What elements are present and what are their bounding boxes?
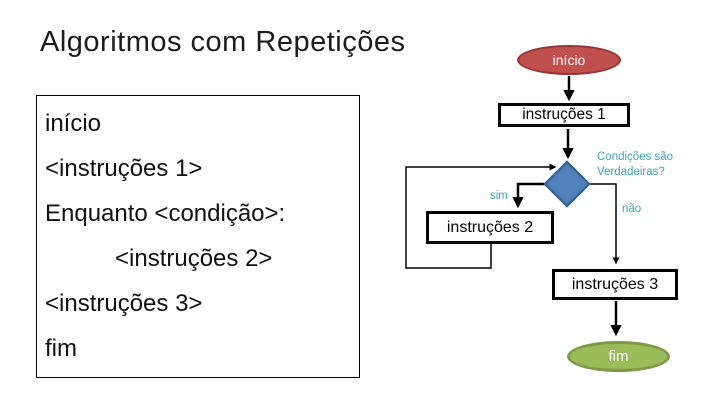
edge-no-label: não: [622, 203, 642, 215]
decision-question-label: Condições são Verdadeiras?: [597, 150, 673, 180]
pseudocode-line: <instruções 2>: [115, 245, 273, 272]
process2-label: instruções 2: [446, 218, 534, 236]
decision-question-line1: Condições são: [597, 151, 674, 163]
flowchart-process-instrucoes-3: instruções 3: [552, 269, 678, 300]
decision-question-line2: Verdadeiras?: [597, 166, 665, 178]
flowchart-end-terminator: fim: [567, 341, 670, 372]
pseudocode-line: fim: [45, 335, 77, 362]
pseudocode-line: início: [45, 110, 102, 137]
process1-label: instruções 1: [522, 106, 606, 123]
pseudocode-line: <instruções 1>: [45, 155, 203, 182]
flowchart-start-terminator: início: [517, 45, 621, 75]
end-label: fim: [608, 348, 629, 365]
decision-diamond: [543, 160, 591, 208]
flowchart-process-instrucoes-2: instruções 2: [426, 211, 554, 244]
pseudocode-line: Enquanto <condição>:: [45, 200, 286, 227]
flowchart-process-instrucoes-1: instruções 1: [498, 103, 630, 127]
process3-label: instruções 3: [571, 275, 659, 293]
pseudocode-box: início <instruções 1> Enquanto <condição…: [36, 95, 360, 378]
pseudocode-line: <instruções 3>: [45, 290, 203, 317]
edge-yes-label: sim: [490, 190, 508, 202]
edge-decision-yes-to-process2: [512, 182, 545, 209]
start-label: início: [552, 52, 586, 68]
edge-decision-no-to-process3: [586, 183, 620, 265]
slide-title: Algoritmos com Repetições: [40, 26, 406, 58]
